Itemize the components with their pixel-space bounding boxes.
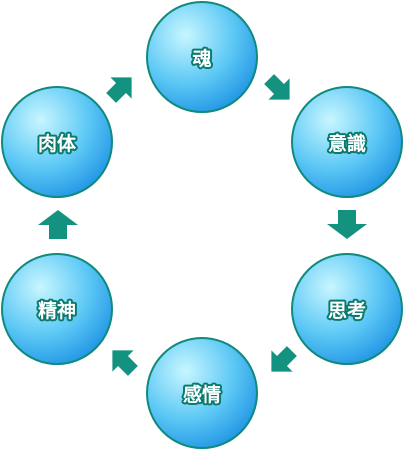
node-soul: 魂 <box>146 1 258 113</box>
node-spirit: 精神 <box>1 253 113 365</box>
arrow-spirit-to-body <box>38 210 78 239</box>
node-thought-label: 思考 <box>328 300 366 322</box>
node-body: 肉体 <box>1 86 113 198</box>
arrow-soul-to-intention <box>264 74 290 100</box>
node-spirit-label: 精神 <box>38 299 76 322</box>
arrow-intention-to-thought <box>327 210 367 239</box>
node-emotion-label: 感情 <box>183 383 221 406</box>
arrow-emotion-to-spirit <box>112 350 138 376</box>
node-thought: 思考 <box>291 253 403 365</box>
node-emotion: 感情 <box>146 337 258 449</box>
node-intention-label: 意識 <box>328 132 366 155</box>
arrow-thought-to-emotion <box>271 346 297 372</box>
node-intention: 意識 <box>291 86 403 198</box>
node-body-label: 肉体 <box>38 132 77 155</box>
arrow-body-to-soul <box>106 77 132 103</box>
node-soul-label: 魂 <box>192 47 211 70</box>
